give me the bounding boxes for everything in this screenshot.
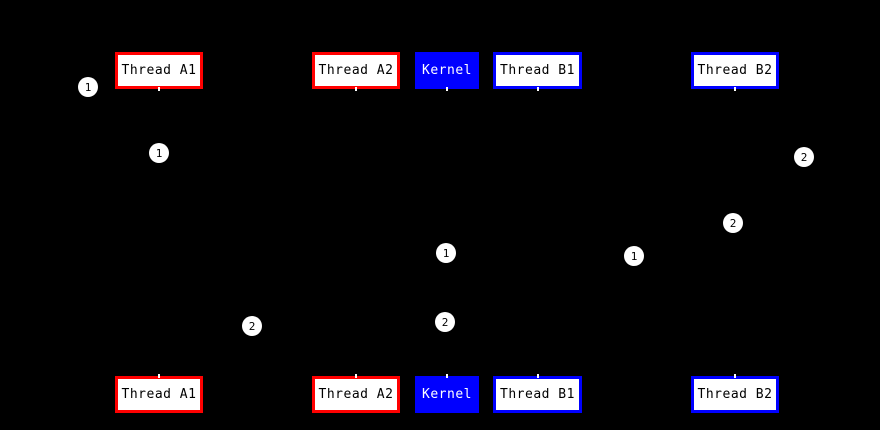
participant-bottom-thread-a2[interactable]: Thread A2 (312, 376, 400, 413)
participant-top-thread-b2-lifeline-stem (734, 87, 736, 91)
participant-bottom-kernel-lifeline-stem (446, 374, 448, 378)
participant-bottom-thread-b1-lifeline-stem (536, 374, 539, 378)
lifeline-thread-b1 (537, 89, 538, 376)
participant-top-thread-a2-lifeline-stem (355, 87, 357, 91)
step-marker-marker-2-b: 2 (723, 213, 743, 233)
participant-bottom-thread-b2-lifeline-stem (734, 374, 736, 378)
participant-top-thread-b2-label: Thread B2 (697, 63, 773, 78)
step-marker-label: 2 (248, 319, 256, 333)
message-arrow-msg-1 (158, 153, 447, 254)
participant-bottom-thread-a2-lifeline-stem (355, 374, 357, 378)
participant-top-kernel[interactable]: Kernel (415, 52, 479, 89)
step-marker-marker-1-c: 1 (436, 243, 456, 263)
lifeline-thread-a1 (159, 89, 160, 376)
participant-bottom-thread-a1-lifeline-stem (158, 374, 160, 378)
step-marker-label: 2 (800, 150, 808, 164)
lifeline-thread-a2 (356, 89, 357, 376)
participant-bottom-thread-b2-label: Thread B2 (697, 387, 773, 402)
step-marker-marker-2-c: 2 (242, 316, 262, 336)
lifeline-kernel (447, 89, 448, 376)
participant-top-thread-a2-label: Thread A2 (318, 63, 394, 78)
step-marker-marker-1-b: 1 (149, 143, 169, 163)
participant-bottom-kernel[interactable]: Kernel (415, 376, 479, 413)
participant-top-kernel-label: Kernel (422, 63, 472, 78)
step-marker-label: 1 (84, 80, 92, 94)
participant-bottom-thread-a2-label: Thread A2 (318, 387, 394, 402)
step-marker-marker-1-a: 1 (78, 77, 98, 97)
participant-bottom-thread-b1-label: Thread B1 (500, 387, 575, 402)
participant-top-thread-a2[interactable]: Thread A2 (312, 52, 400, 89)
participant-top-thread-a1-lifeline-stem (158, 87, 160, 91)
participant-top-kernel-lifeline-stem (446, 87, 448, 91)
participant-top-thread-a1-label: Thread A1 (121, 63, 197, 78)
step-marker-marker-2-d: 2 (435, 312, 455, 332)
message-arrow-msg-3 (356, 322, 448, 327)
participant-top-thread-b1-label: Thread B1 (500, 63, 575, 78)
participant-bottom-thread-a1-label: Thread A1 (121, 387, 197, 402)
step-marker-label: 2 (441, 315, 449, 329)
step-marker-marker-1-d: 1 (624, 246, 644, 266)
step-marker-marker-2-a: 2 (794, 147, 814, 167)
step-marker-label: 2 (729, 216, 737, 230)
step-marker-label: 1 (155, 146, 163, 160)
participant-bottom-thread-a1[interactable]: Thread A1 (115, 376, 203, 413)
participant-top-thread-b2[interactable]: Thread B2 (691, 52, 779, 89)
participant-top-thread-b1[interactable]: Thread B1 (493, 52, 582, 89)
participant-top-thread-b1-lifeline-stem (536, 87, 539, 91)
step-marker-label: 1 (630, 249, 638, 263)
participant-top-thread-a1[interactable]: Thread A1 (115, 52, 203, 89)
participant-bottom-thread-b2[interactable]: Thread B2 (691, 376, 779, 413)
step-marker-label: 1 (442, 246, 450, 260)
participant-bottom-thread-b1[interactable]: Thread B1 (493, 376, 582, 413)
participant-bottom-kernel-label: Kernel (422, 387, 472, 402)
